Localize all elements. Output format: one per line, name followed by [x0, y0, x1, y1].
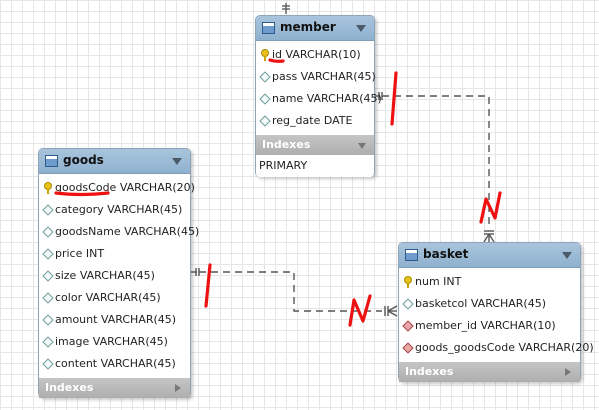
relationship-member-basket: [374, 92, 495, 243]
table-title: basket: [423, 247, 469, 261]
column-label: content VARCHAR(45): [55, 357, 176, 370]
table-icon: [405, 249, 418, 261]
column-row[interactable]: price INT: [39, 243, 190, 265]
index-item[interactable]: PRIMARY: [256, 155, 374, 177]
table-header[interactable]: member: [256, 16, 374, 41]
column-row[interactable]: content VARCHAR(45): [39, 353, 190, 375]
index-label: PRIMARY: [259, 159, 308, 172]
indexes-bar[interactable]: Indexes: [39, 378, 190, 398]
column-row[interactable]: reg_date DATE: [256, 110, 374, 132]
column-row[interactable]: name VARCHAR(45): [256, 88, 382, 110]
expand-arrow-icon[interactable]: [358, 143, 366, 149]
column-diamond-icon: [259, 71, 271, 83]
column-label: reg_date DATE: [272, 114, 353, 127]
column-row[interactable]: category VARCHAR(45): [39, 199, 190, 221]
column-label: goodsName VARCHAR(45): [55, 225, 200, 238]
primary-key-icon: [44, 182, 52, 194]
column-diamond-icon: [42, 270, 54, 282]
column-diamond-icon: [42, 358, 54, 370]
column-label: goods_goodsCode VARCHAR(20): [415, 341, 594, 354]
column-diamond-icon: [42, 204, 54, 216]
column-diamond-icon: [42, 292, 54, 304]
column-diamond-icon: [42, 248, 54, 260]
table-header[interactable]: basket: [399, 243, 580, 268]
column-label: category VARCHAR(45): [55, 203, 183, 216]
column-label: num INT: [415, 275, 462, 288]
column-label: basketcol VARCHAR(45): [415, 297, 546, 310]
column-row[interactable]: amount VARCHAR(45): [39, 309, 190, 331]
indexes-bar[interactable]: Indexes: [399, 362, 580, 382]
table-icon: [45, 155, 58, 167]
indexes-bar[interactable]: Indexes: [256, 135, 374, 155]
column-row[interactable]: image VARCHAR(45): [39, 331, 190, 353]
column-row[interactable]: pass VARCHAR(45): [256, 66, 376, 88]
table-icon: [262, 22, 275, 34]
column-label: goodsCode VARCHAR(20): [55, 181, 195, 194]
column-label: color VARCHAR(45): [55, 291, 161, 304]
relationship-goods-basket: [191, 268, 398, 317]
foreign-key-icon: [402, 342, 414, 354]
column-label: size VARCHAR(45): [55, 269, 155, 282]
column-list: goodsCode VARCHAR(20) category VARCHAR(4…: [39, 174, 199, 378]
column-diamond-icon: [259, 115, 271, 127]
primary-key-icon: [261, 49, 269, 61]
column-list: num INT basketcol VARCHAR(45) member_id …: [399, 268, 594, 362]
table-member[interactable]: member id VARCHAR(10) pass VARCHAR(45) n…: [255, 15, 382, 177]
column-diamond-icon: [259, 93, 271, 105]
indexes-label: Indexes: [45, 381, 94, 394]
column-diamond-icon: [42, 336, 54, 348]
column-row[interactable]: goodsName VARCHAR(45): [39, 221, 199, 243]
column-diamond-icon: [402, 298, 414, 310]
column-label: member_id VARCHAR(10): [415, 319, 556, 332]
expand-arrow-icon[interactable]: [565, 368, 571, 376]
table-title: goods: [63, 153, 104, 167]
column-row[interactable]: num INT: [399, 271, 580, 293]
collapse-arrow-icon[interactable]: [356, 25, 366, 32]
column-row[interactable]: basketcol VARCHAR(45): [399, 293, 580, 315]
column-label: name VARCHAR(45): [272, 92, 382, 105]
column-row[interactable]: color VARCHAR(45): [39, 287, 190, 309]
column-label: pass VARCHAR(45): [272, 70, 376, 83]
collapse-arrow-icon[interactable]: [562, 252, 572, 259]
indexes-label: Indexes: [405, 365, 454, 378]
column-row[interactable]: size VARCHAR(45): [39, 265, 190, 287]
column-diamond-icon: [42, 226, 54, 238]
column-row[interactable]: member_id VARCHAR(10): [399, 315, 580, 337]
column-diamond-icon: [42, 314, 54, 326]
foreign-key-icon: [402, 320, 414, 332]
table-title: member: [280, 20, 336, 34]
column-label: amount VARCHAR(45): [55, 313, 177, 326]
expand-arrow-icon[interactable]: [175, 384, 181, 392]
column-row[interactable]: goods_goodsCode VARCHAR(20): [399, 337, 594, 359]
column-label: image VARCHAR(45): [55, 335, 168, 348]
column-row[interactable]: goodsCode VARCHAR(20): [39, 177, 195, 199]
table-basket[interactable]: basket num INT basketcol VARCHAR(45) mem…: [398, 242, 594, 382]
column-label: id VARCHAR(10): [272, 48, 361, 61]
column-row[interactable]: id VARCHAR(10): [256, 44, 374, 66]
column-list: id VARCHAR(10) pass VARCHAR(45) name VAR…: [256, 41, 382, 135]
table-goods[interactable]: goods goodsCode VARCHAR(20) category VAR…: [38, 148, 199, 398]
primary-key-icon: [404, 276, 412, 288]
table-header[interactable]: goods: [39, 149, 190, 174]
column-label: price INT: [55, 247, 105, 260]
collapse-arrow-icon[interactable]: [172, 158, 182, 165]
indexes-label: Indexes: [262, 138, 311, 151]
member-top-connector: [282, 3, 290, 14]
